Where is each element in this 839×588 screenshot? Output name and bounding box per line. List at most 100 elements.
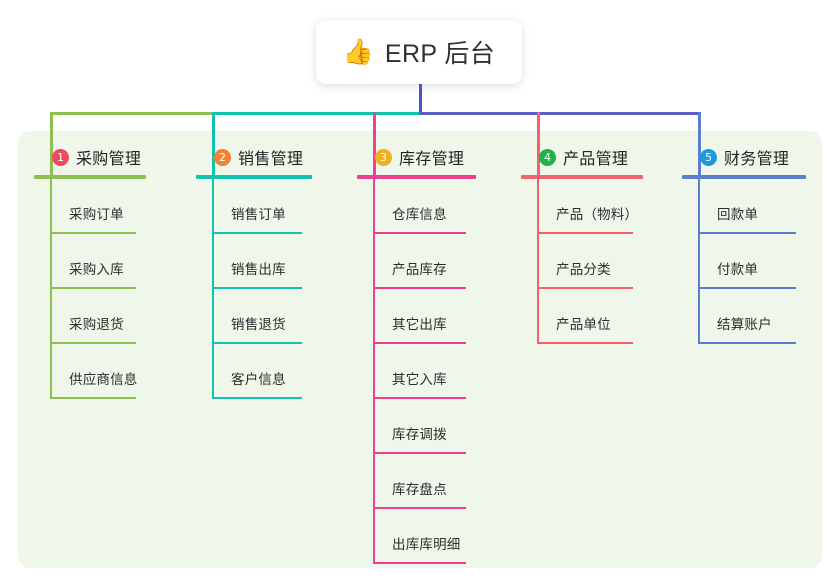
- branch-badge-3: 3: [375, 148, 392, 166]
- leaf-node[interactable]: 其它入库: [357, 344, 526, 399]
- branch-badge-4: 4: [539, 148, 556, 166]
- leaf-node[interactable]: 采购订单: [34, 179, 196, 234]
- leaf-node[interactable]: 采购入库: [34, 234, 196, 289]
- connector-drop-1: [50, 112, 53, 175]
- leaf-label: 采购入库: [69, 262, 124, 277]
- leaf-node[interactable]: 销售出库: [196, 234, 362, 289]
- diagram-panel: [18, 131, 822, 568]
- leaf-label: 仓库信息: [392, 207, 447, 222]
- leaf-label: 产品分类: [556, 262, 611, 277]
- branch-header-rule-5: [682, 175, 806, 179]
- leaf-list-4: 产品（物料） 产品分类产品单位: [521, 179, 693, 344]
- leaf-label: 产品（物料）: [556, 207, 639, 222]
- leaf-label: 销售退货: [231, 317, 286, 332]
- leaf-label: 销售出库: [231, 262, 286, 277]
- leaf-label: 付款单: [717, 262, 759, 277]
- leaf-rule: [698, 232, 796, 234]
- leaf-node[interactable]: 付款单: [682, 234, 839, 289]
- branch-header-3[interactable]: 3 库存管理: [357, 146, 526, 168]
- thumbs-up-icon: 👍: [342, 38, 374, 66]
- branch-title-5: 财务管理: [724, 151, 790, 168]
- leaf-rule: [373, 287, 466, 289]
- leaf-node[interactable]: 库存调拨: [357, 399, 526, 454]
- leaf-label: 采购订单: [69, 207, 124, 222]
- leaf-node[interactable]: 出库库明细: [357, 509, 526, 564]
- connector-drop-3: [373, 112, 376, 175]
- leaf-rule: [698, 287, 796, 289]
- leaf-rule: [373, 562, 466, 564]
- connector-bar-segment: [212, 112, 422, 115]
- branch-header-5[interactable]: 5 财务管理: [682, 146, 839, 168]
- leaf-node[interactable]: 回款单: [682, 179, 839, 234]
- leaf-rule: [50, 397, 136, 399]
- leaf-node[interactable]: 供应商信息: [34, 344, 196, 399]
- leaf-rule: [373, 397, 466, 399]
- connector-bar-segment: [50, 112, 212, 115]
- leaf-list-2: 销售订单销售出库销售退货客户信息: [196, 179, 362, 399]
- root-title: ERP 后台: [384, 40, 496, 68]
- leaf-list-3: 仓库信息产品库存其它出库其它入库库存调拨库存盘点出库库明细: [357, 179, 526, 564]
- leaf-spine-2: [212, 179, 214, 399]
- branch-title-4: 产品管理: [563, 151, 629, 168]
- branch-badge-5: 5: [700, 148, 717, 166]
- leaf-rule: [373, 452, 466, 454]
- branch-header-4[interactable]: 4 产品管理: [521, 146, 693, 168]
- leaf-label: 库存调拨: [392, 427, 447, 442]
- branch-title-2: 销售管理: [238, 151, 304, 168]
- branch-header-rule-1: [34, 175, 146, 179]
- leaf-label: 销售订单: [231, 207, 286, 222]
- leaf-label: 出库库明细: [392, 537, 461, 552]
- leaf-rule: [50, 287, 136, 289]
- branch-column-4: 4 产品管理产品（物料） 产品分类产品单位: [521, 146, 693, 344]
- leaf-rule: [212, 397, 302, 399]
- leaf-node[interactable]: 客户信息: [196, 344, 362, 399]
- connector-drop-4: [537, 112, 540, 175]
- leaf-label: 结算账户: [717, 317, 772, 332]
- root-node[interactable]: 👍 ERP 后台: [316, 20, 522, 84]
- branch-column-1: 1 采购管理采购订单采购入库采购退货供应商信息: [34, 146, 196, 399]
- leaf-node[interactable]: 产品单位: [521, 289, 693, 344]
- leaf-label: 其它出库: [392, 317, 447, 332]
- leaf-list-5: 回款单付款单结算账户: [682, 179, 839, 344]
- connector-drop-2: [212, 112, 215, 175]
- leaf-rule: [50, 342, 136, 344]
- leaf-label: 供应商信息: [69, 372, 138, 387]
- branch-header-rule-3: [357, 175, 476, 179]
- leaf-rule: [373, 507, 466, 509]
- leaf-node[interactable]: 仓库信息: [357, 179, 526, 234]
- leaf-spine-1: [50, 179, 52, 399]
- leaf-rule: [537, 342, 633, 344]
- leaf-list-1: 采购订单采购入库采购退货供应商信息: [34, 179, 196, 399]
- leaf-node[interactable]: 采购退货: [34, 289, 196, 344]
- branch-title-1: 采购管理: [76, 151, 142, 168]
- leaf-label: 客户信息: [231, 372, 286, 387]
- leaf-rule: [212, 287, 302, 289]
- leaf-rule: [212, 342, 302, 344]
- leaf-spine-3: [373, 179, 375, 564]
- leaf-rule: [373, 232, 466, 234]
- leaf-node[interactable]: 销售订单: [196, 179, 362, 234]
- leaf-node[interactable]: 产品分类: [521, 234, 693, 289]
- branch-badge-1: 1: [52, 148, 69, 166]
- leaf-rule: [537, 287, 633, 289]
- leaf-node[interactable]: 产品（物料）: [521, 179, 693, 234]
- branch-title-3: 库存管理: [399, 151, 465, 168]
- leaf-node[interactable]: 结算账户: [682, 289, 839, 344]
- leaf-node[interactable]: 其它出库: [357, 289, 526, 344]
- leaf-rule: [373, 342, 466, 344]
- leaf-node[interactable]: 销售退货: [196, 289, 362, 344]
- leaf-node[interactable]: 产品库存: [357, 234, 526, 289]
- branch-column-3: 3 库存管理仓库信息产品库存其它出库其它入库库存调拨库存盘点出库库明细: [357, 146, 526, 564]
- leaf-node[interactable]: 库存盘点: [357, 454, 526, 509]
- branch-header-rule-4: [521, 175, 643, 179]
- branch-header-1[interactable]: 1 采购管理: [34, 146, 196, 168]
- branch-column-5: 5 财务管理回款单付款单结算账户: [682, 146, 839, 344]
- leaf-label: 其它入库: [392, 372, 447, 387]
- root-stem: [419, 84, 422, 115]
- leaf-spine-4: [537, 179, 539, 344]
- leaf-label: 回款单: [717, 207, 759, 222]
- leaf-label: 采购退货: [69, 317, 124, 332]
